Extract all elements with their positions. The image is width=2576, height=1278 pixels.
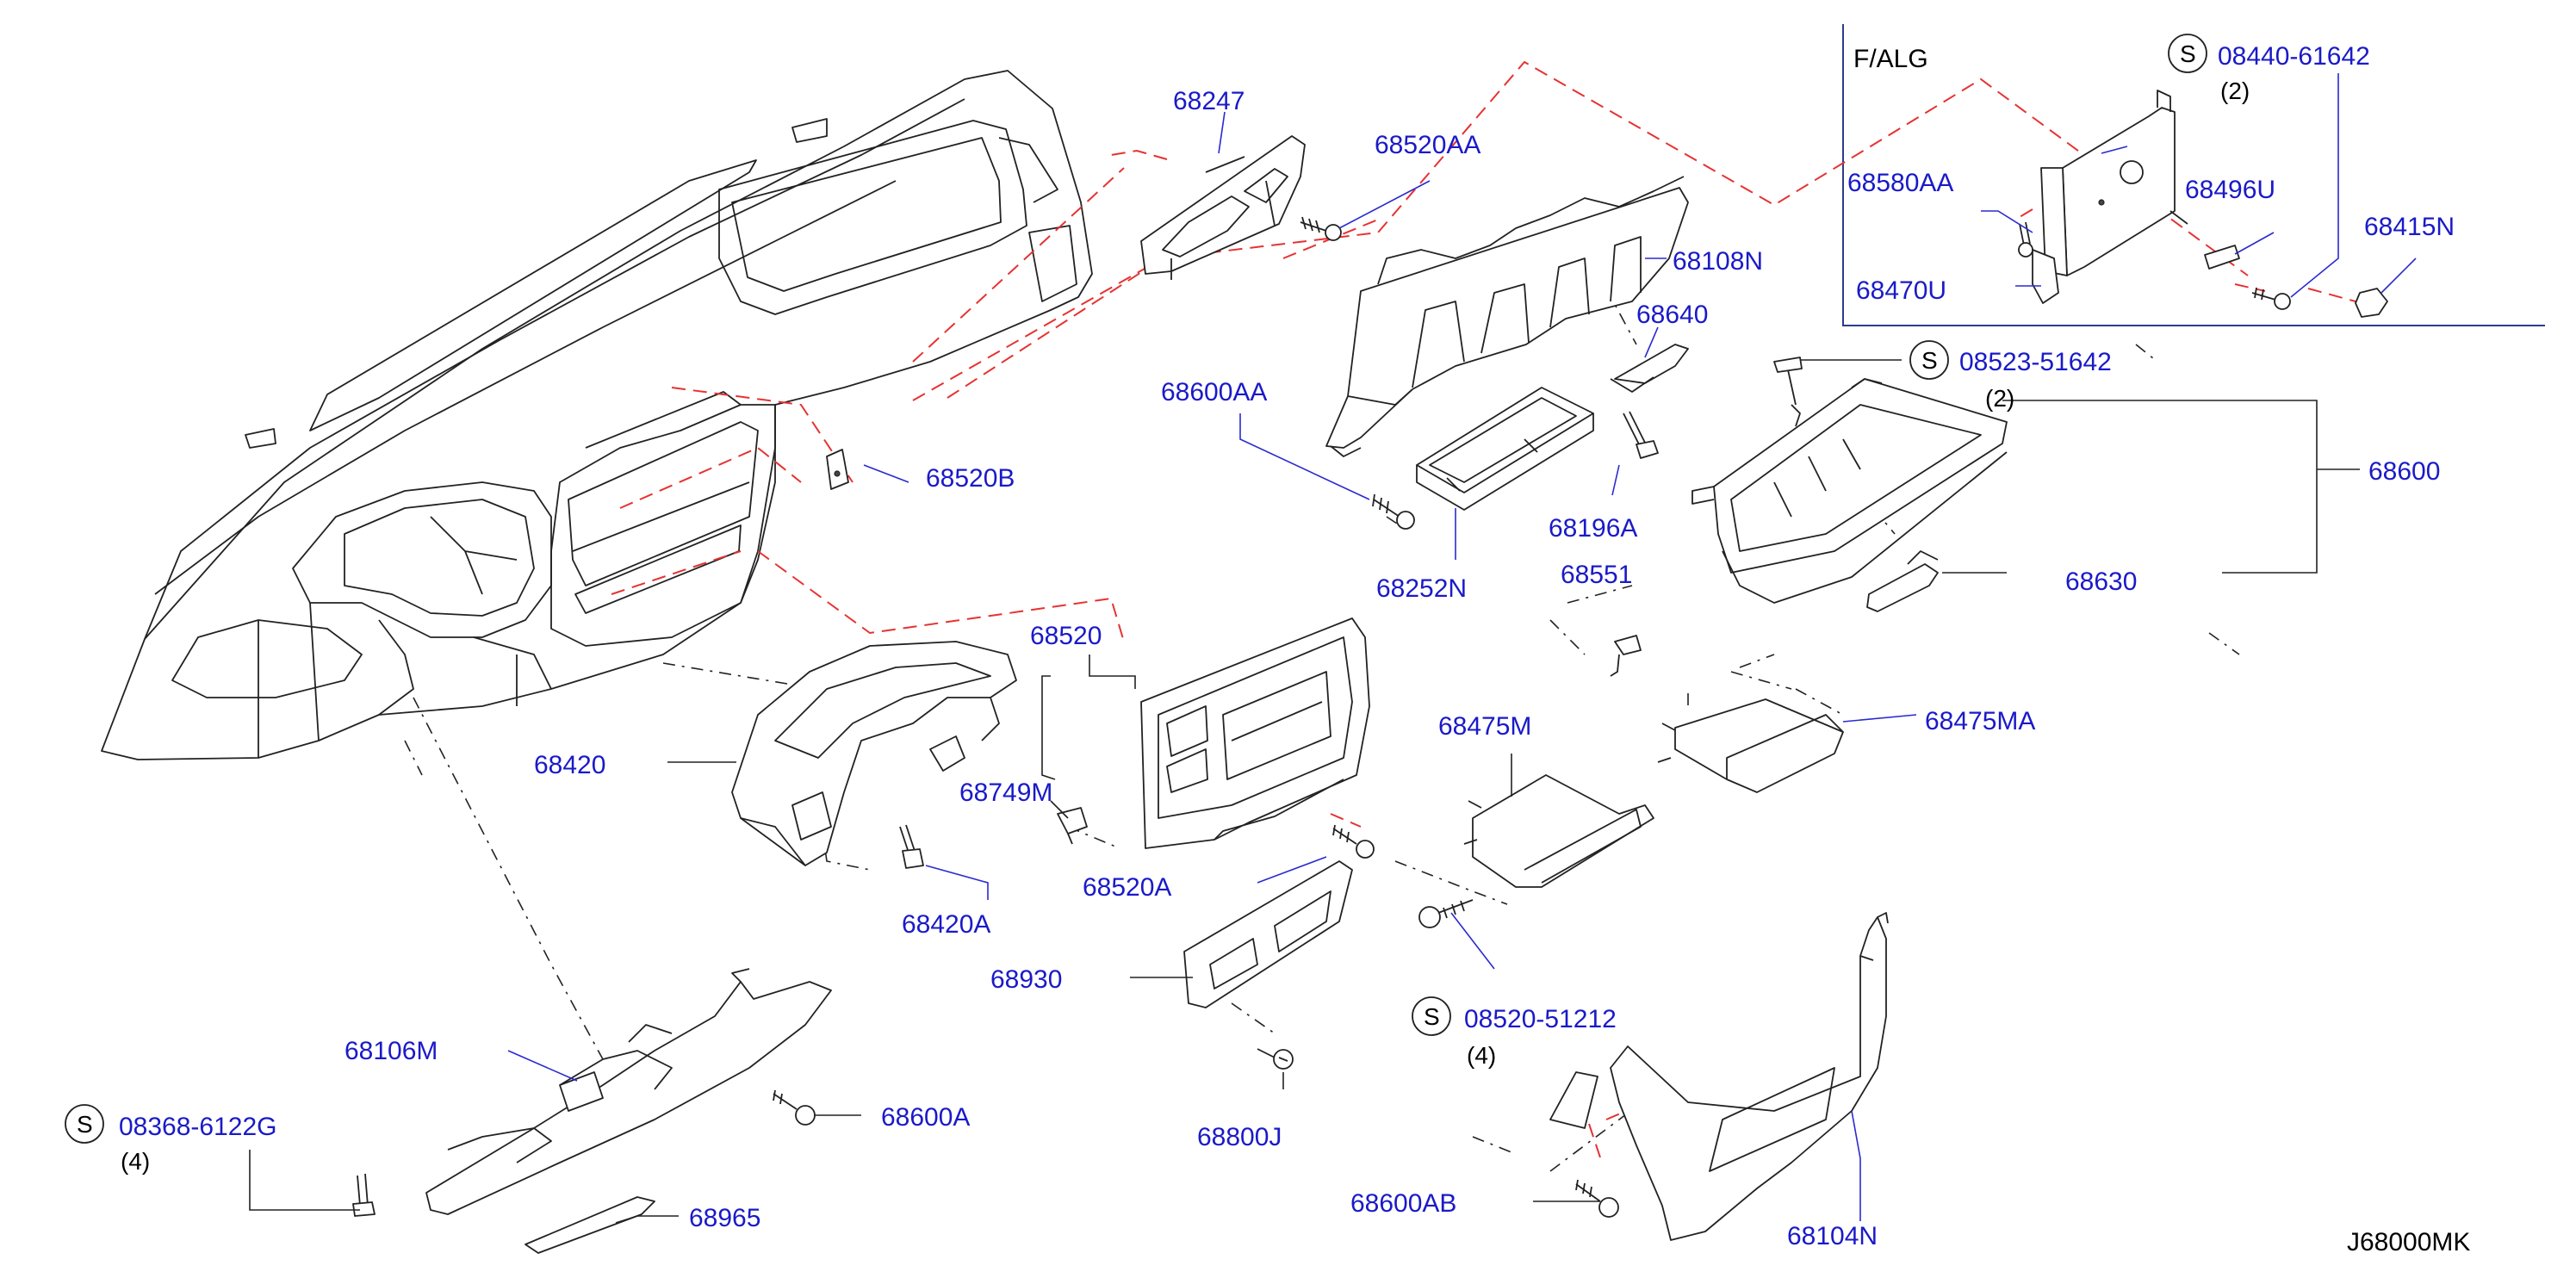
part-68475MA-drawing: [1657, 698, 1844, 793]
label-68600: 68600: [2368, 457, 2440, 486]
label-68600AB: 68600AB: [1350, 1189, 1456, 1218]
part-68252N-drawing: [1416, 387, 1594, 511]
part-68630-drawing: [1866, 550, 1939, 612]
part-68420-drawing: [731, 641, 1017, 866]
part-68600-drawing: [1691, 378, 2008, 604]
part-68420A-drawing: [899, 824, 924, 869]
part-68520AA-drawing: [1300, 216, 1342, 241]
label-68475M: 68475M: [1438, 712, 1531, 741]
fastener-callout-08523: S 08523-51642 (2): [1909, 340, 2112, 412]
part-68551-drawing: [1610, 635, 1642, 677]
fastener-code: 08520-51212: [1464, 1005, 1617, 1033]
label-68520: 68520: [1030, 622, 1102, 650]
fastener-08523-drawing: [1773, 357, 1803, 406]
fastener-code: 08368-6122G: [119, 1113, 277, 1141]
inset-title: F/ALG: [1853, 45, 1928, 73]
label-68600A: 68600A: [881, 1103, 970, 1132]
label-68196A: 68196A: [1549, 514, 1637, 543]
fastener-qty: (4): [1467, 1042, 1496, 1069]
fastener-qty: (2): [2220, 78, 2250, 104]
label-68104N: 68104N: [1787, 1222, 1878, 1250]
label-68247: 68247: [1173, 87, 1245, 115]
fastener-08440-drawing: [2251, 287, 2291, 310]
part-68749M-drawing: [1057, 807, 1088, 845]
fastener-08368-drawing: [352, 1173, 376, 1217]
label-68475MA: 68475MA: [1925, 707, 2035, 735]
part-68640-drawing: [1610, 344, 1689, 393]
label-68420: 68420: [534, 751, 605, 779]
label-68800J: 68800J: [1197, 1123, 1282, 1151]
part-68580AA-drawing: [2018, 221, 2033, 257]
part-68600AB-drawing: [1575, 1179, 1619, 1218]
label-68965: 68965: [689, 1204, 760, 1232]
fastener-callout-08368: S 08368-6122G (4): [65, 1104, 277, 1175]
drawing-code: J68000MK: [2347, 1228, 2470, 1256]
part-68520B-drawing: [826, 449, 849, 490]
part-68247-drawing: [1140, 135, 1306, 280]
part-68600AA-drawing: [1372, 493, 1415, 530]
part-68600A-drawing: [773, 1089, 816, 1126]
label-68470U: 68470U: [1856, 276, 1946, 305]
label-68106M: 68106M: [345, 1037, 438, 1065]
label-68551: 68551: [1561, 561, 1632, 589]
part-68496U-drawing: [2040, 90, 2240, 276]
s-symbol: S: [1424, 1003, 1440, 1030]
part-68470U-drawing: [2032, 249, 2059, 304]
label-68520AA: 68520AA: [1375, 131, 1480, 159]
fastener-callout-08440: S 08440-61642 (2): [2168, 34, 2370, 104]
part-68520A-drawing: [1332, 824, 1375, 859]
s-symbol: S: [2180, 40, 2196, 67]
fastener-qty: (2): [1985, 385, 2014, 412]
fastener-callout-08520: S 08520-51212 (4): [1412, 996, 1617, 1069]
part-68930-drawing: [1183, 860, 1353, 1008]
leader-lines: [249, 73, 2417, 1224]
part-68106M-drawing: [425, 968, 832, 1215]
part-68415N-drawing: [2355, 288, 2388, 318]
label-68496U: 68496U: [2185, 176, 2275, 204]
fastener-08520-drawing: [1418, 899, 1474, 928]
label-68520A: 68520A: [1083, 873, 1171, 902]
falg-inset-frame: [1842, 24, 2545, 326]
fastener-qty: (4): [121, 1148, 150, 1175]
part-68965-drawing: [525, 1196, 655, 1254]
part-68800J-drawing: [1257, 1048, 1294, 1070]
part-68520-drawing: [1140, 617, 1370, 849]
label-68252N: 68252N: [1376, 574, 1467, 603]
part-68196A-drawing: [1623, 411, 1659, 459]
label-68108N: 68108N: [1673, 247, 1763, 276]
part-68104N-drawing: [1549, 912, 1889, 1241]
label-68640: 68640: [1636, 301, 1708, 329]
label-68420A: 68420A: [902, 910, 990, 939]
label-68600AA: 68600AA: [1161, 378, 1267, 406]
part-68475M-drawing: [1463, 774, 1654, 888]
label-68630: 68630: [2065, 568, 2137, 596]
label-68520B: 68520B: [926, 464, 1015, 493]
label-68930: 68930: [990, 965, 1062, 994]
s-symbol: S: [77, 1111, 93, 1138]
label-68749M: 68749M: [959, 779, 1052, 807]
fastener-code: 08440-61642: [2218, 42, 2370, 71]
label-68415N: 68415N: [2364, 213, 2455, 241]
fastener-code: 08523-51642: [1959, 348, 2112, 376]
label-68580AA: 68580AA: [1847, 169, 1953, 197]
s-symbol: S: [1921, 347, 1938, 374]
part-68108N-drawing: [1325, 176, 1689, 457]
instrument-panel-drawing: [101, 70, 1093, 760]
